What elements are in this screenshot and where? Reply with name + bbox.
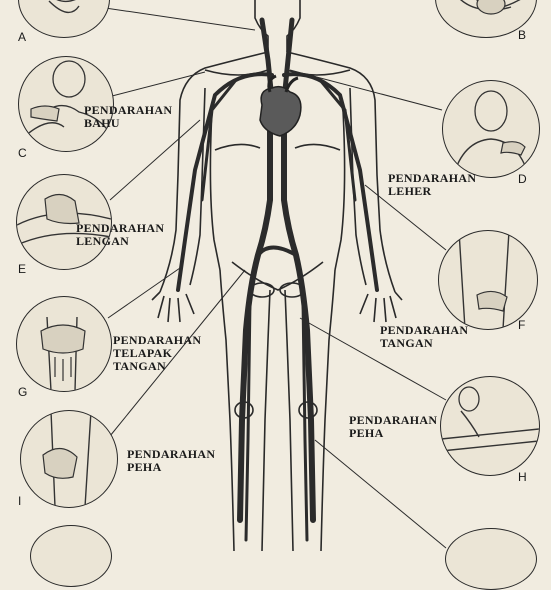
panel-bottom-left-illustration	[30, 525, 112, 587]
blood-vessels	[176, 17, 379, 542]
panel-h-illustration	[440, 376, 540, 476]
panel-bottom-right-illustration	[445, 528, 537, 590]
panel-h-letter: H	[518, 470, 527, 484]
panel-f-letter: F	[518, 318, 526, 332]
panel-d-letter: D	[518, 172, 527, 186]
panel-b-letter: B	[518, 28, 527, 42]
panel-e-letter: E	[18, 262, 27, 276]
panel-d-illustration	[442, 80, 540, 178]
heart	[259, 74, 302, 137]
body-outline	[151, 0, 403, 551]
panel-f-illustration	[438, 230, 538, 330]
panel-g-illustration	[16, 296, 112, 392]
body-figure	[84, 0, 447, 551]
panel-i-illustration	[20, 410, 118, 508]
panel-g-letter: G	[18, 385, 28, 399]
panel-i-letter: I	[18, 494, 22, 508]
panel-a-letter: A	[18, 30, 27, 44]
panel-e-illustration	[16, 174, 112, 270]
panel-c-letter: C	[18, 146, 27, 160]
panel-c-illustration	[18, 56, 114, 152]
